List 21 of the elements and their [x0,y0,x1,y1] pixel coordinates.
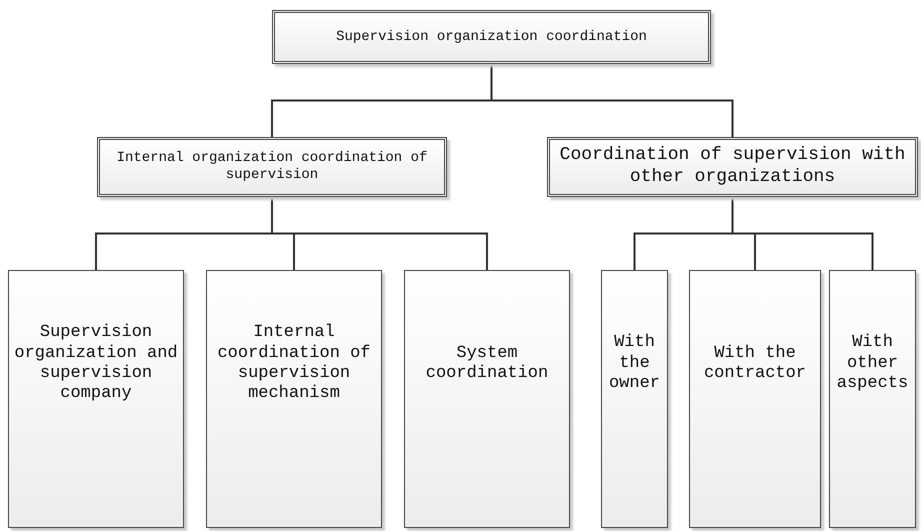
category-box [547,137,918,197]
item-box [8,270,184,528]
item-box [206,270,382,528]
category-box [272,10,711,64]
item-box [601,270,668,528]
box-label: Supervision organization coordination [336,28,647,46]
connector-line [732,197,874,270]
category-box [97,137,447,197]
box-label: Coordination of supervision with other organizations [558,145,906,189]
item-box [829,270,916,528]
item-box [689,270,821,528]
box-label: With the contractor [702,344,808,384]
box-label: System coordination [424,344,550,384]
box-label: Supervision organization and supervision company [13,323,179,405]
box-label: Internal organization coordination of supervision [116,150,428,184]
box-label: With the owner [608,333,661,395]
connector-line [490,64,734,137]
box-label: With other aspects [836,333,910,395]
item-box [404,270,570,528]
box-label: Internal coordination of supervision mechanism [216,323,372,405]
connector-line [271,197,488,270]
